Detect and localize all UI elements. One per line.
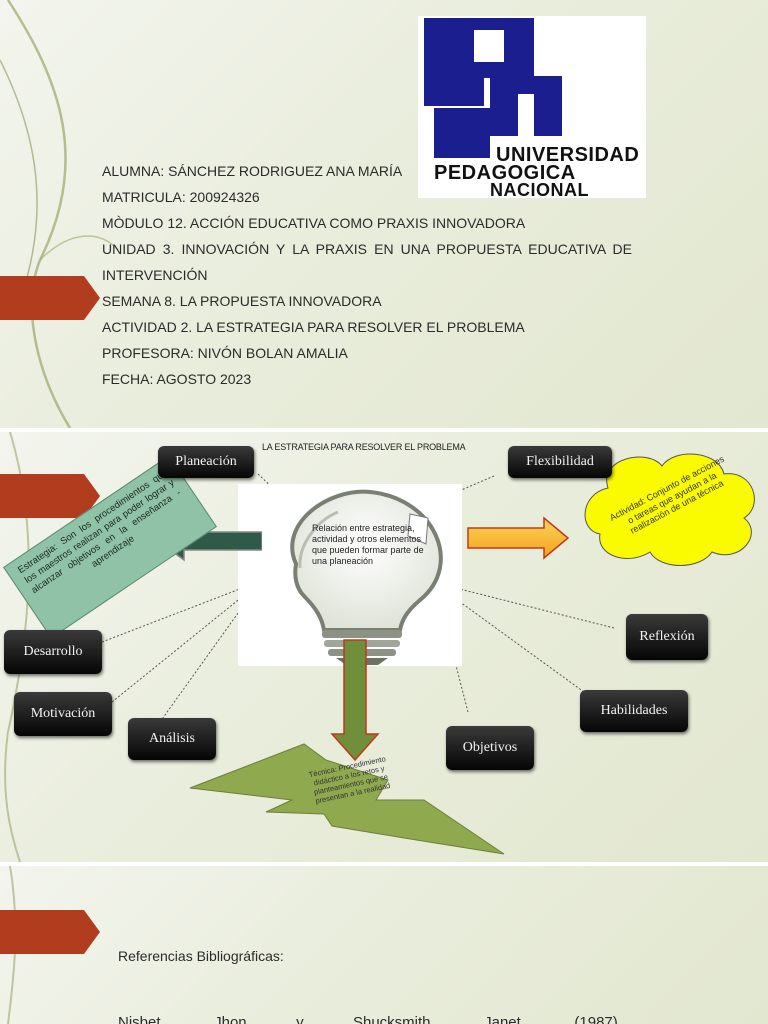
slide-references: Referencias Bibliográficas: Nisbet, Jhon… bbox=[0, 866, 768, 1024]
label-objetivos: Objetivos bbox=[446, 726, 534, 770]
ref-word: Nisbet, bbox=[118, 1014, 165, 1024]
module-line: MÒDULO 12. ACCIÓN EDUCATIVA COMO PRAXIS … bbox=[102, 215, 526, 231]
upn-logo: UNIVERSIDAD PEDAGOGICA NACIONAL bbox=[418, 16, 646, 200]
date-line: FECHA: AGOSTO 2023 bbox=[102, 371, 252, 387]
label-motivacion: Motivación bbox=[14, 692, 112, 736]
slide-separator bbox=[0, 862, 768, 866]
logo-word-universidad: UNIVERSIDAD bbox=[496, 144, 640, 166]
ref-word: Janet. bbox=[484, 1014, 525, 1024]
ref-word: Jhon bbox=[214, 1014, 247, 1024]
activity-cloud bbox=[584, 453, 755, 566]
arrow-down bbox=[330, 639, 380, 762]
label-desarrollo: Desarrollo bbox=[4, 630, 102, 674]
activity-line: ACTIVIDAD 2. LA ESTRATEGIA PARA RESOLVER… bbox=[102, 319, 525, 335]
student-name: ALUMNA: SÁNCHEZ RODRIGUEZ ANA MARÍA bbox=[102, 163, 403, 179]
map-title: LA ESTRATEGIA PARA RESOLVER EL PROBLEMA bbox=[262, 442, 466, 452]
teacher-line: PROFESORA: NIVÓN BOLAN AMALIA bbox=[102, 345, 348, 361]
slide-separator bbox=[0, 428, 768, 432]
technique-bolt bbox=[189, 743, 505, 855]
logo-word-nacional: NACIONAL bbox=[490, 180, 589, 200]
label-analisis: Análisis bbox=[128, 718, 216, 760]
logo-word-pedagogica: PEDAGOGICA bbox=[434, 162, 576, 184]
label-flexibilidad: Flexibilidad bbox=[508, 446, 612, 478]
student-id: MATRICULA: 200924326 bbox=[102, 189, 260, 205]
accent-tab bbox=[0, 910, 100, 954]
ref-word: (1987). bbox=[574, 1014, 622, 1024]
label-habilidades: Habilidades bbox=[580, 690, 688, 732]
accent-tab bbox=[0, 276, 100, 320]
arrow-right bbox=[467, 516, 570, 560]
label-planeacion: Planeación bbox=[158, 446, 254, 478]
references-heading: Referencias Bibliográficas: bbox=[118, 948, 284, 964]
label-reflexion: Reflexión bbox=[626, 614, 708, 660]
cover-info: ALUMNA: SÁNCHEZ RODRIGUEZ ANA MARÍA MATR… bbox=[102, 158, 632, 392]
lightbulb-caption: Relación entre estrategia, actividad y o… bbox=[312, 523, 424, 566]
upn-logo-mark bbox=[424, 18, 562, 158]
slide-strategy-map: LA ESTRATEGIA PARA RESOLVER EL PROBLEMA bbox=[0, 432, 768, 862]
ref-word: y bbox=[296, 1014, 304, 1024]
lightbulb-image bbox=[238, 484, 462, 666]
week-line: SEMANA 8. LA PROPUESTA INNOVADORA bbox=[102, 293, 382, 309]
slide-cover: UNIVERSIDAD PEDAGOGICA NACIONAL ALUMNA: … bbox=[0, 0, 768, 428]
unit-line: UNIDAD 3. INNOVACIÓN Y LA PRAXIS EN UNA … bbox=[102, 241, 632, 283]
accent-tab bbox=[0, 474, 100, 518]
reference-entry: Nisbet, Jhon y Shucksmith, Janet. (1987)… bbox=[118, 1014, 622, 1024]
ref-word: Shucksmith, bbox=[352, 1014, 435, 1024]
